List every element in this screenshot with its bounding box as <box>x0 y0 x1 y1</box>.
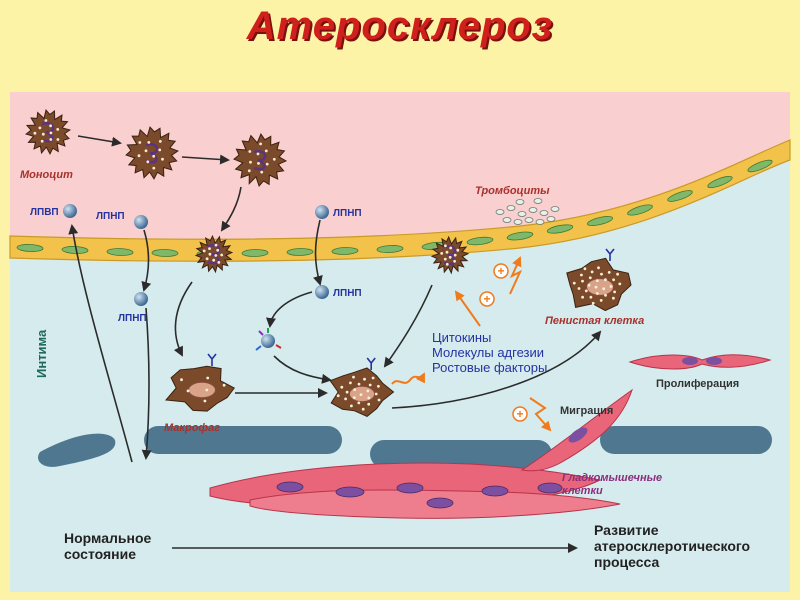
process-arrows <box>68 135 602 553</box>
label-growth-factors: Ростовые факторы <box>432 360 547 375</box>
label-migration: Миграция <box>560 405 613 417</box>
wavy-arrow-cytokines <box>391 372 425 385</box>
label-development-2: атеросклеротического <box>594 538 750 554</box>
lamina-segment-2 <box>144 426 342 454</box>
arrow-ldl-2-down <box>141 307 152 460</box>
plus-marker-2: + <box>479 291 495 307</box>
foam-cell <box>566 248 632 312</box>
label-monocyte: Моноцит <box>20 169 73 181</box>
endothelial-nucleus <box>707 175 733 189</box>
smooth-muscle-cells <box>209 354 772 519</box>
monocyte-2 <box>125 126 179 180</box>
endothelial-nucleus <box>151 249 179 257</box>
label-ldl-3: ЛПНП <box>333 208 362 219</box>
platelets-cluster <box>495 198 560 225</box>
endothelium-band <box>9 139 791 262</box>
label-normal-state-1: Нормальное <box>64 530 151 546</box>
zigzag-arrow-migration <box>529 397 552 432</box>
migrating-cell-nucleus <box>568 427 588 443</box>
arrow-ldl-to-oxidized <box>266 291 313 328</box>
lamina-segment-4 <box>600 426 772 454</box>
lipid-laden-macrophage <box>329 357 395 417</box>
page-title: Атеросклероз <box>246 4 554 48</box>
macrophage <box>165 353 236 412</box>
label-development-3: процесса <box>594 554 660 570</box>
endothelial-nucleus <box>586 216 614 226</box>
ldl-particle-3 <box>315 205 329 219</box>
arrow-monocyte-to-macrophage <box>173 281 193 357</box>
plus-marker-1: + <box>493 263 509 279</box>
arrow-hdl-up <box>68 224 133 463</box>
plus-marker-3: + <box>512 406 528 422</box>
label-adhesion-molecules: Молекулы адгезии <box>432 345 544 360</box>
ldl-particle-4 <box>315 285 329 299</box>
proliferating-cell-nucleus-1 <box>682 357 698 365</box>
proliferating-smooth-muscle-cell <box>628 354 772 370</box>
orange-arrow-to-monocyte <box>454 290 481 327</box>
migrating-smooth-muscle-cell <box>520 388 633 472</box>
ldl-particle-1 <box>134 215 148 229</box>
elastic-lamina <box>38 426 772 468</box>
monocyte-adhering-2 <box>430 235 470 275</box>
arrow-monocyte2-to-macrophage <box>383 284 433 368</box>
label-ldl-4: ЛПНП <box>333 288 362 299</box>
label-cytokines: Цитокины <box>432 330 491 345</box>
proliferating-cell-nucleus-2 <box>706 357 722 365</box>
oxidized-ldl-particle <box>255 328 282 351</box>
endothelial-nucleus <box>331 247 359 255</box>
arrow-monocyte-2 <box>181 154 230 165</box>
endothelial-nucleus <box>466 236 494 246</box>
diagram-labels: Моноцит ЛПВП ЛПНП ЛПНП ЛПНП ЛПНП Тромбоц… <box>20 169 750 570</box>
label-intima: Интима <box>34 329 49 378</box>
endothelial-nucleus <box>106 248 134 256</box>
arrow-oxidized-to-macrophage <box>273 355 332 384</box>
monocyte-3 <box>233 132 288 187</box>
arrow-monocyte-entry <box>220 186 242 232</box>
lamina-segment-1 <box>38 433 116 467</box>
signal-arrows <box>391 256 552 432</box>
label-proliferation: Пролиферация <box>656 378 739 390</box>
endothelial-nucleus <box>627 204 653 216</box>
endothelial-nucleus <box>376 245 404 253</box>
endothelial-nucleus <box>667 190 693 202</box>
hdl-particle <box>63 204 77 218</box>
arrow-ldl-3-down <box>313 219 323 286</box>
endothelial-nucleus <box>241 249 269 257</box>
label-ldl-2: ЛПНП <box>118 313 147 324</box>
zigzag-arrow-platelets <box>509 256 523 295</box>
stimulation-markers: + + + <box>479 263 528 422</box>
endothelial-nucleus <box>286 248 314 256</box>
label-development-1: Развитие <box>594 522 659 538</box>
ldl-particle-2 <box>134 292 148 306</box>
endothelium <box>9 139 791 262</box>
svg-text:+: + <box>497 264 504 278</box>
smooth-muscle-nuclei <box>276 481 563 509</box>
arrow-monocyte-1 <box>77 135 122 147</box>
monocyte-adhering <box>194 234 234 274</box>
endothelial-nucleus <box>16 244 44 252</box>
label-platelets: Тромбоциты <box>475 185 550 197</box>
label-macrophage: Макрофаг <box>164 422 220 434</box>
arrow-to-foam-cell <box>391 330 602 409</box>
endothelial-nucleus <box>546 224 574 234</box>
label-ldl-1: ЛПНП <box>96 211 125 222</box>
lipoprotein-particles <box>63 204 329 351</box>
label-hdl: ЛПВП <box>30 207 59 218</box>
endothelial-nucleus <box>506 231 534 241</box>
svg-text:+: + <box>483 292 490 306</box>
label-smooth-muscle-2: клетки <box>562 485 603 497</box>
svg-text:+: + <box>516 407 523 421</box>
monocyte-1 <box>25 109 72 156</box>
endothelial-nucleus <box>747 159 773 173</box>
label-smooth-muscle-1: Гладкомышечные <box>562 472 662 484</box>
arrow-ldl-1-down <box>141 229 152 292</box>
label-normal-state-2: состояние <box>64 546 136 562</box>
lamina-segment-3 <box>370 440 552 468</box>
immune-cells <box>25 109 632 417</box>
label-foam-cell: Пенистая клетка <box>545 315 644 327</box>
